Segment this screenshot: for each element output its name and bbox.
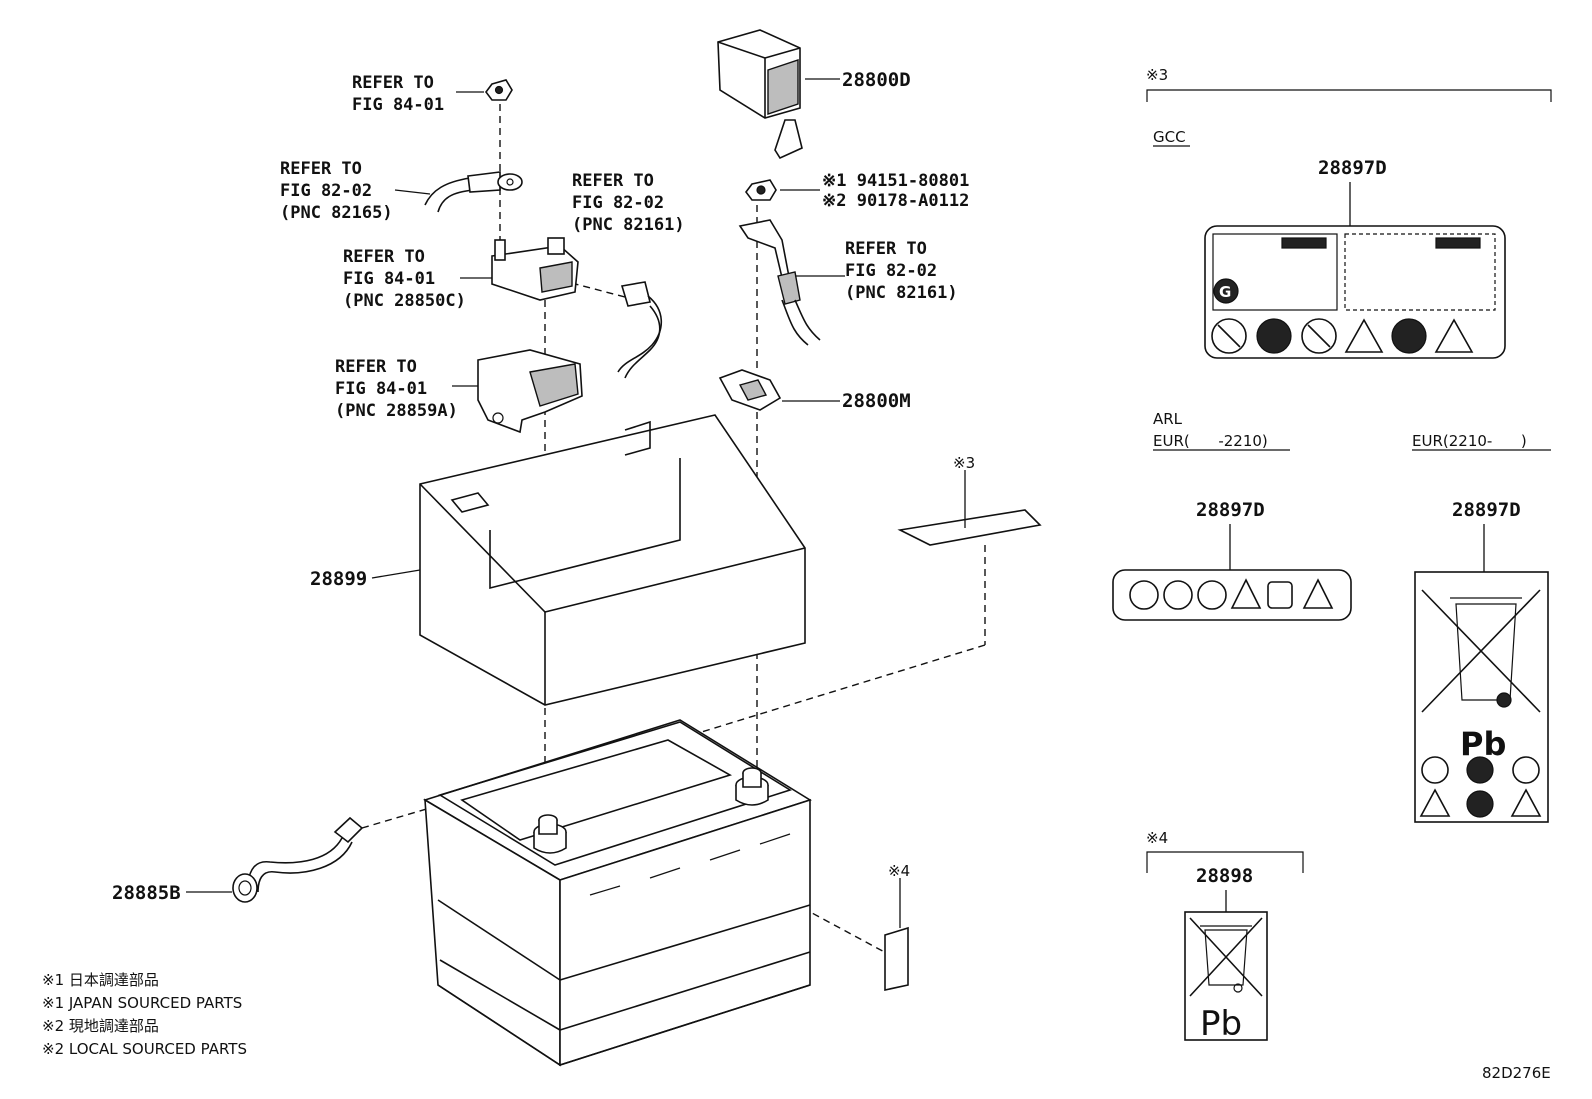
callout-line: REFER TO — [280, 159, 362, 179]
bracket-part — [452, 349, 583, 434]
marker-label-4: ※4 — [888, 862, 910, 880]
callout-line: FIG 84-01 — [352, 95, 444, 115]
region-eur-new: EUR(2210- ) — [1412, 432, 1527, 450]
callout-line: FIG 84-01 — [335, 379, 427, 399]
callout-line: ※1 94151-80801 — [822, 171, 969, 191]
terminal-cover-part — [717, 29, 840, 160]
terminal-nut-part — [745, 179, 820, 201]
callout-line: (PNC 28850C) — [343, 291, 466, 311]
explosion-warning-icon — [1510, 788, 1542, 817]
callout-line: REFER TO — [343, 247, 425, 267]
callout-line: (PNC 82161) — [572, 215, 685, 235]
gcc-warning-icons — [1211, 318, 1474, 354]
battery-case-part — [371, 414, 806, 706]
part-number-case: 28899 — [310, 568, 367, 590]
part-number-vent-hose: 28885B — [112, 882, 181, 904]
note-line: ※1 日本調達部品 — [42, 971, 159, 989]
read-manual-icon — [1391, 318, 1427, 354]
no-fire-icon — [1421, 756, 1449, 784]
callout-refer-fig8202-82161-right: REFER TO FIG 82-02 (PNC 82161) — [845, 239, 958, 303]
eye-protection-icon — [1256, 318, 1292, 354]
no-fire-icon — [1129, 580, 1159, 610]
callout-line: FIG 82-02 — [280, 181, 372, 201]
callout-refer-fig8401-28859a: REFER TO FIG 84-01 (PNC 28859A) — [335, 357, 458, 421]
negative-nut-part — [456, 79, 513, 101]
acid-warning-icon — [1230, 578, 1262, 609]
region-arl: ARL — [1153, 410, 1183, 428]
arl-label-group: ARL EUR( -2210) 28897D — [1112, 410, 1352, 621]
gcc-label-group: ※3 GCC 28897D G — [1146, 66, 1552, 359]
eye-protection-icon — [1163, 580, 1193, 610]
g-symbol: G — [1219, 283, 1231, 301]
label-sheet-4 — [884, 878, 909, 991]
callout-line: (PNC 28859A) — [335, 401, 458, 421]
callout-line: FIG 82-02 — [572, 193, 664, 213]
callout-line: REFER TO — [352, 73, 434, 93]
callout-line: (PNC 82165) — [280, 203, 393, 223]
acid-warning-icon — [1419, 788, 1451, 817]
crossed-bin-icon — [1189, 917, 1263, 997]
vent-hose-part — [186, 807, 431, 903]
part-number-label-eur-new: 28897D — [1452, 499, 1521, 521]
part-number-label-pb: 28898 — [1196, 865, 1253, 887]
callout-line: FIG 84-01 — [343, 269, 435, 289]
callout-line: REFER TO — [572, 171, 654, 191]
callout-refer-fig8202-82161-left: REFER TO FIG 82-02 (PNC 82161) — [572, 171, 685, 235]
ground-cable-part — [394, 171, 523, 213]
callout-refer-fig8202-82165: REFER TO FIG 82-02 (PNC 82165) — [280, 159, 393, 223]
pb-label-group: ※4 28898 Pb — [1146, 829, 1304, 1044]
figure-code: 82D276E — [1482, 1064, 1551, 1082]
explosion-warning-icon — [1302, 578, 1334, 609]
callout-refer-fig8401-28850c: REFER TO FIG 84-01 (PNC 28850C) — [343, 247, 466, 311]
region-eur-old: EUR( -2210) — [1153, 432, 1268, 450]
note-line: ※2 現地調達部品 — [42, 1017, 159, 1035]
terminal-clamp-part — [718, 369, 840, 411]
marker-label-3: ※3 — [953, 454, 975, 472]
callout-line: ※2 90178-A0112 — [822, 191, 969, 211]
part-number-label-arl: 28897D — [1196, 499, 1265, 521]
explosion-warning-icon — [1434, 318, 1474, 353]
region-gcc: GCC — [1153, 128, 1186, 146]
callout-line: REFER TO — [335, 357, 417, 377]
sensor-connector-part — [617, 281, 663, 379]
read-manual-icon — [1466, 790, 1494, 818]
group-marker-3: ※3 — [1146, 66, 1168, 84]
part-number-label-gcc: 28897D — [1318, 157, 1387, 179]
part-number-clamp: 28800M — [842, 390, 911, 412]
callout-refer-fig8401-top: REFER TO FIG 84-01 — [352, 73, 444, 115]
footnotes: ※1 日本調達部品 ※1 JAPAN SOURCED PARTS ※2 現地調達… — [42, 971, 247, 1058]
keep-children-away-icon — [1197, 580, 1227, 610]
callout-nut-parts: ※1 94151-80801 ※2 90178-A0112 — [822, 171, 969, 211]
callout-line: FIG 82-02 — [845, 261, 937, 281]
note-line: ※2 LOCAL SOURCED PARTS — [42, 1040, 247, 1058]
keep-children-away-icon — [1512, 756, 1540, 784]
eur-new-label-group: EUR(2210- ) 28897D Pb — [1412, 432, 1551, 823]
pb-symbol: Pb — [1460, 725, 1506, 763]
battery-part — [423, 719, 812, 1067]
pb-symbol: Pb — [1200, 1004, 1242, 1044]
group-marker-4: ※4 — [1146, 829, 1168, 847]
part-number-cover: 28800D — [842, 69, 911, 91]
label-sheet-3 — [897, 470, 1042, 546]
read-manual-icon — [1267, 581, 1293, 609]
acid-warning-icon — [1344, 318, 1384, 353]
positive-cable-terminal — [738, 219, 845, 346]
note-line: ※1 JAPAN SOURCED PARTS — [42, 994, 242, 1012]
eye-protection-icon — [1466, 756, 1494, 784]
callout-line: (PNC 82161) — [845, 283, 958, 303]
battery-sensor-part — [460, 237, 579, 301]
crossed-bin-icon — [1421, 589, 1541, 713]
callout-line: REFER TO — [845, 239, 927, 259]
